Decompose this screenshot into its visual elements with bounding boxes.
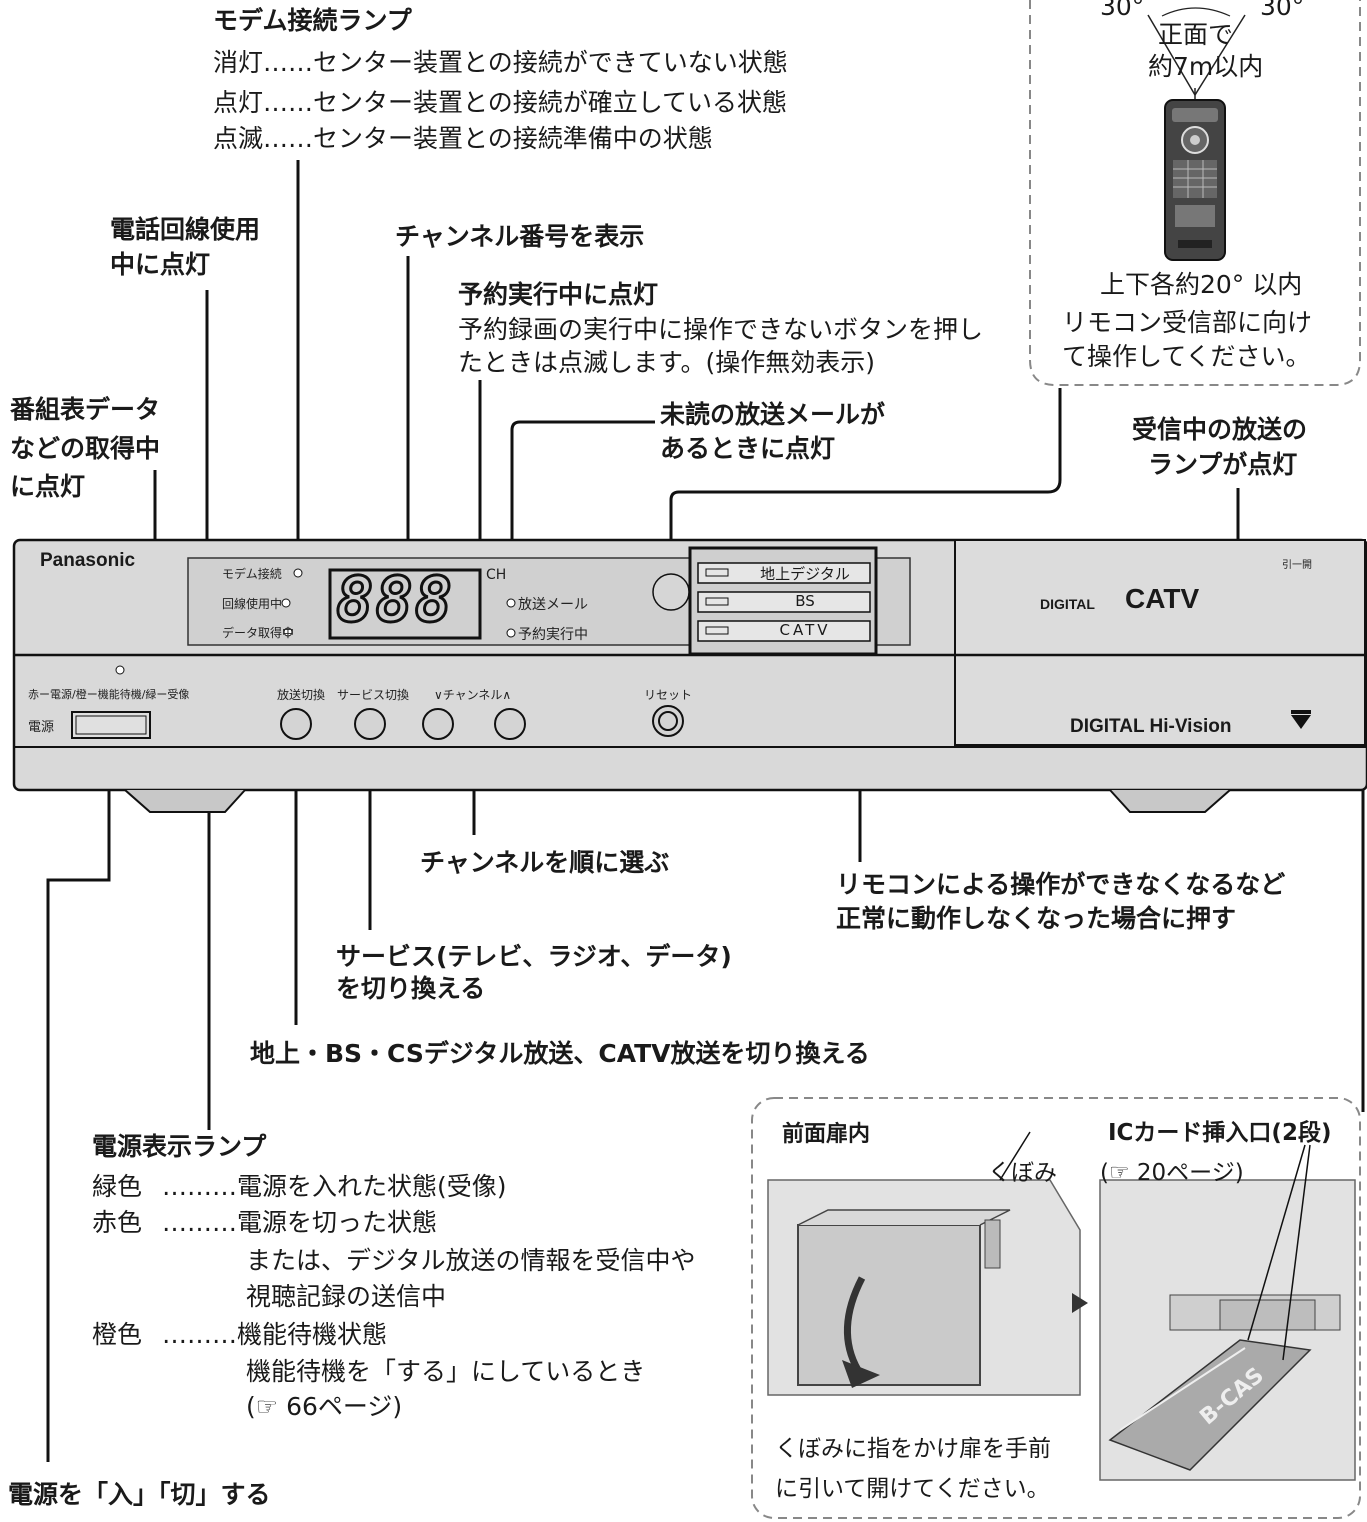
btn-service-label: サービス切換 [337,688,410,702]
lamp-data-label: データ取得中 [222,626,295,640]
lamp-reserve-label: 予約実行中 [518,627,588,643]
remote-control-icon [1164,99,1226,261]
orange-text: ………機能待機状態 [162,1320,388,1349]
reset-desc-line1: リモコンによる操作ができなくなるなど [836,870,1286,899]
remote-front: 正面で [1158,20,1234,49]
line-use-label2: 中に点灯 [110,250,211,279]
epg-label3: に点灯 [10,472,86,501]
ch-label: CH [486,567,507,583]
mail-label1: 未読の放送メールが [660,400,886,429]
mail-label2: あるときに点灯 [660,434,836,463]
epg-label2: などの取得中 [10,434,161,463]
orange-label: 橙色 [92,1320,143,1349]
door-line1: くぼみに指をかけ扉を手前 [775,1432,1051,1466]
power-onoff-label: 電源を「入」「切」する [8,1480,271,1509]
power-switch-label: 電源 [28,720,55,735]
lamp-line-label: 回線使用中 [222,597,283,611]
remote-box-frame [1029,0,1361,386]
modem-line2: 点灯……センター装置との接続が確立している状態 [213,88,788,117]
modem-line3: 点滅……センター装置との接続準備中の状態 [213,124,713,153]
reset-desc-line2: 正常に動作しなくなった場合に押す [836,904,1237,933]
modem-line1: 消灯……センター装置との接続ができていない状態 [213,48,788,77]
band-bs: BS [795,592,815,610]
kubomi-label: くぼみ [988,1160,1057,1186]
remote-angle-right: 30° [1260,0,1305,21]
green-label: 緑色 [92,1172,143,1201]
broadcast-lamp-label2: ランプが点灯 [1148,450,1298,479]
service-desc-line2: を切り換える [336,974,486,1003]
green-text: ………電源を入れた状態(受像) [162,1172,507,1201]
catv-logo-small: DIGITAL [1040,596,1095,612]
broadcast-desc: 地上・BS・CSデジタル放送、CATV放送を切り換える [250,1039,870,1068]
select-channel-label: チャンネルを順に選ぶ [420,848,670,877]
door-box-frame [751,1097,1361,1519]
door-closed-illustration [767,1131,1081,1396]
btn-channel-label: ∨チャンネル∧ [434,688,512,702]
brand-logo: Panasonic [40,550,136,571]
lamp-modem-label: モデム接続 [222,567,282,581]
red-text3: 視聴記録の送信中 [246,1282,447,1311]
channel-display-label: チャンネル番号を表示 [395,222,645,251]
hivision-logo: DIGITAL Hi-Vision [1070,716,1232,737]
orange-text3: (☞ 66ページ) [246,1392,403,1421]
remote-line3: て操作してください。 [1062,342,1311,371]
door-open-label: 引一開 [1282,560,1312,571]
ic-slot-ref: (☞ 20ページ) [1100,1160,1244,1186]
orange-text2: 機能待機を「する」にしているとき [246,1357,646,1386]
line-use-label1: 電話回線使用 [110,215,261,244]
modem-title: モデム接続ランプ [213,6,412,35]
door-open-illustration [1099,1144,1356,1481]
band-terrestrial: 地上デジタル [760,565,850,583]
reserve-line1: 予約録画の実行中に操作できないボタンを押し [458,315,984,344]
door-title: 前面扉内 [782,1122,871,1147]
reserve-title: 予約実行中に点灯 [458,280,659,309]
red-label: 赤色 [92,1208,143,1237]
btn-reset-label: リセット [644,688,693,702]
power-lamp-caption: 赤ー電源/橙ー機能待機/緑ー受像 [28,688,190,701]
remote-line1: 上下各約20° 以内 [1100,270,1303,299]
service-desc-line1: サービス(テレビ、ラジオ、データ) [336,942,732,971]
epg-label1: 番組表データ [10,395,161,424]
band-catv: CATV [779,621,831,639]
catv-logo: CATV [1125,583,1200,614]
power-lamp-title: 電源表示ランプ [92,1132,267,1161]
lamp-mail-label: 放送メール [518,597,588,613]
btn-broadcast-label: 放送切換 [277,688,326,702]
broadcast-lamp-label1: 受信中の放送の [1132,415,1308,444]
reserve-line2: たときは点滅します。(操作無効表示) [458,348,876,377]
remote-line2: リモコン受信部に向け [1062,308,1313,337]
remote-distance: 約7m以内 [1148,52,1264,81]
remote-angle-left: 30° [1100,0,1145,21]
ic-slot-title: ICカード挿入口(2段) [1108,1120,1332,1146]
door-line2: に引いて開けてください。 [775,1472,1050,1506]
channel-display: 888 [335,562,454,638]
tuner-device [12,538,1367,813]
red-text: ………電源を切った状態 [162,1208,438,1237]
red-text2: または、デジタル放送の情報を受信中や [246,1246,696,1275]
